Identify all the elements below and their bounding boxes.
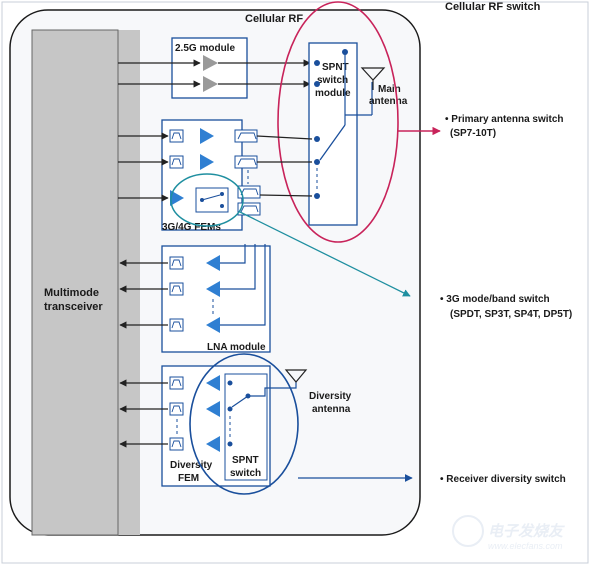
amplifier-icon: [203, 76, 218, 92]
amplifier-icon: [206, 436, 220, 452]
lna-row: [169, 255, 220, 271]
amplifier-icon: [206, 375, 220, 391]
diversity-spnt-switch: [224, 373, 268, 481]
diversity-fem-label-1: Diversity: [170, 460, 213, 471]
amplifier-icon: [206, 317, 220, 333]
spnt-module-label-3: module: [315, 88, 351, 99]
diversity-row: [169, 436, 220, 452]
transceiver-label-2: transceiver: [44, 301, 103, 313]
main-antenna-label-1: Main: [378, 84, 401, 95]
lna-row: [169, 281, 220, 297]
amplifier-icon: [203, 55, 218, 71]
amplifier-icon: [206, 401, 220, 417]
spnt-switch-label-1: SPNT: [232, 455, 259, 466]
diversity-antenna-label-1: Diversity: [309, 391, 352, 402]
watermark-url: www.elecfans.com: [488, 541, 563, 551]
diversity-antenna-icon: [284, 369, 308, 383]
diversity-antenna-label-2: antenna: [312, 404, 351, 415]
amplifier-icon: [200, 154, 214, 170]
fems-label: 3G/4G FEMs: [162, 222, 221, 233]
receiver-diversity-label: • Receiver diversity switch: [440, 474, 566, 485]
mode-band-switch-highlight: [170, 173, 244, 227]
module-2-5g: [171, 37, 248, 99]
cellular-rf-title: Cellular RF: [245, 13, 303, 25]
fem-row: [169, 154, 258, 170]
watermark-logo-icon: [452, 515, 484, 547]
transceiver-block: [32, 30, 140, 535]
main-antenna-icon: [360, 67, 386, 81]
spnt-module-label-1: SPNT: [322, 62, 349, 73]
watermark-text: 电子发烧友: [488, 523, 565, 540]
main-antenna-label-2: antenna: [369, 96, 408, 107]
diversity-row: [169, 401, 220, 417]
amplifier-icon: [170, 190, 184, 206]
receiver-diversity-highlight: [189, 353, 299, 495]
lna-row: [169, 317, 220, 333]
primary-switch-label-2: (SP7-10T): [450, 128, 496, 139]
diversity-fem-label-2: FEM: [178, 473, 199, 484]
amplifier-icon: [206, 281, 220, 297]
fem-row: [169, 128, 258, 144]
diversity-row: [169, 375, 220, 391]
mode-band-label-1: • 3G mode/band switch: [440, 294, 550, 305]
mode-band-label-2: (SPDT, SP3T, SP4T, DP5T): [450, 309, 572, 320]
amplifier-icon: [200, 128, 214, 144]
fem-row: [170, 185, 261, 216]
lna-module-label: LNA module: [207, 342, 266, 353]
primary-switch-label-1: • Primary antenna switch: [445, 114, 564, 125]
module-2-5g-label: 2.5G module: [175, 43, 235, 54]
transceiver-label-1: Multimode: [44, 287, 99, 299]
amplifier-icon: [206, 255, 220, 271]
spnt-switch-label-2: switch: [230, 468, 261, 479]
spnt-module-label-2: switch: [317, 75, 348, 86]
primary-switch-highlight: [277, 1, 399, 243]
cellular-rf-switch-title: Cellular RF switch: [445, 1, 541, 13]
